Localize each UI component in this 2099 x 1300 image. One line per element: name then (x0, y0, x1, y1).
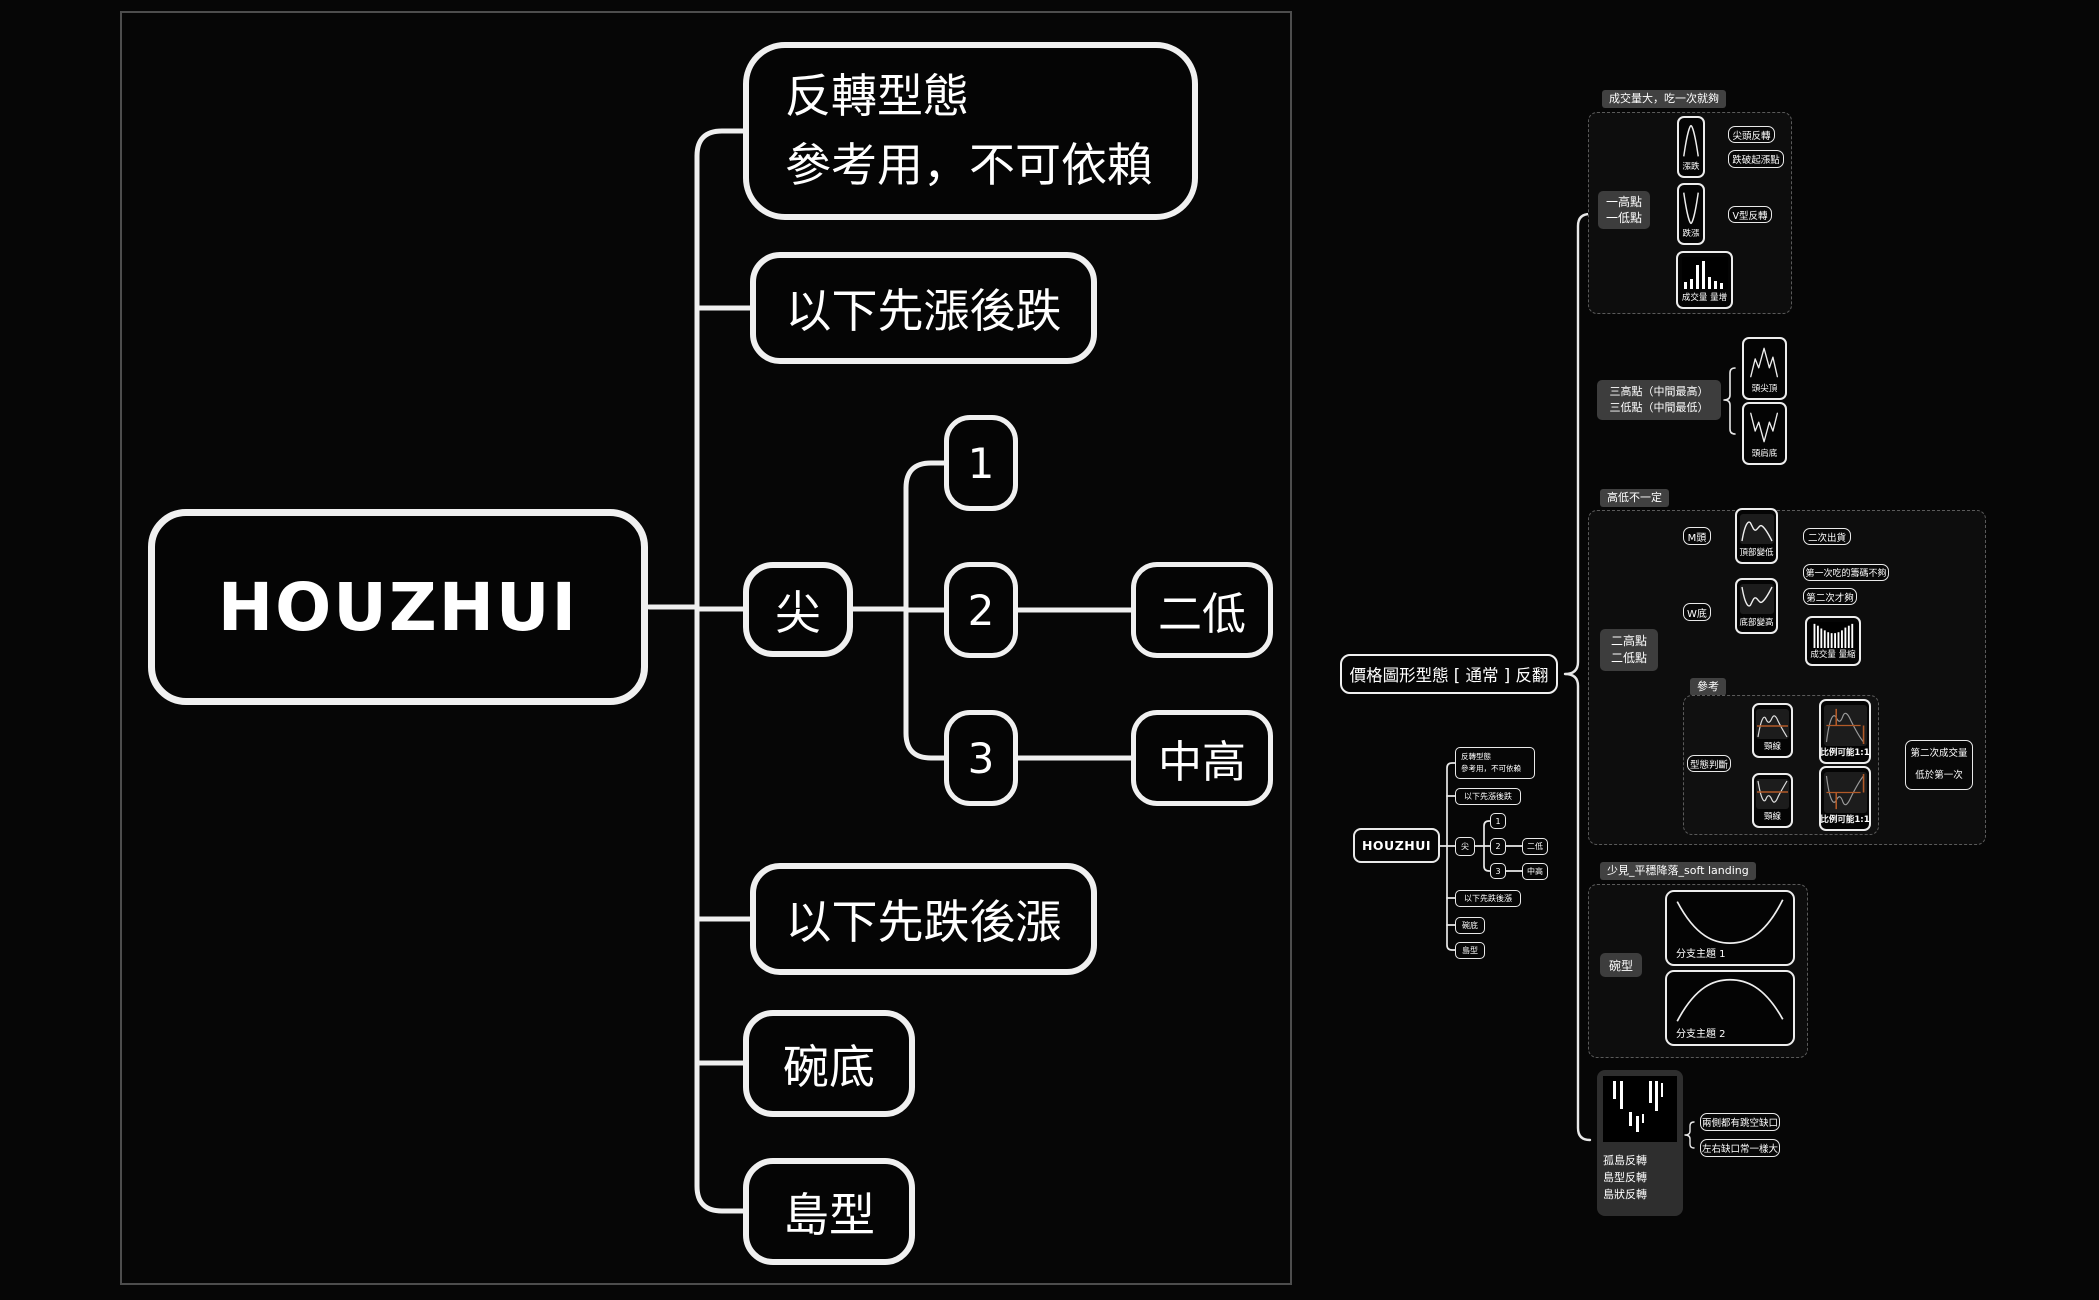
v-reversal-node[interactable]: V型反轉 (1728, 206, 1772, 223)
neckline-top-chart-node[interactable]: 頸線 (1752, 703, 1793, 758)
volume-shrink-chart (1809, 622, 1857, 648)
island-reversal-node[interactable]: 孤島反轉 島型反轉 島狀反轉 (1597, 1070, 1683, 1216)
triple-bottom-chart-node[interactable]: 頭肩底 (1742, 402, 1787, 465)
bowl-bottom-chart-node[interactable]: 分支主題 1 (1665, 890, 1795, 966)
mini-node-2[interactable]: 2 (1490, 838, 1506, 855)
top-lower-chart-node[interactable]: 頂部變低 (1735, 508, 1778, 564)
mini-node-mid-high[interactable]: 中高 (1522, 863, 1548, 880)
mini-branch-down-then-up[interactable]: 以下先跌後漲 (1455, 890, 1521, 907)
group1-label[interactable]: 成交量大，吃一次就夠 (1602, 90, 1726, 109)
chart-caption: 比例可能1:1 (1820, 748, 1870, 758)
one-high-one-low-node[interactable]: 一高點 一低點 (1598, 191, 1650, 229)
neckline-w-chart (1756, 779, 1789, 809)
island-caption: 孤島反轉 島型反轉 島狀反轉 (1603, 1154, 1647, 1202)
mini-node-1[interactable]: 1 (1490, 813, 1506, 829)
mini-branch-up-then-down[interactable]: 以下先漲後跌 (1455, 788, 1521, 805)
ratio-bottom-chart-node[interactable]: 比例可能1:1 (1819, 766, 1871, 831)
branch-up-then-down[interactable]: 以下先漲後跌 (750, 252, 1097, 364)
three-high-three-low-node[interactable]: 三高點（中間最高） 三低點（中間最低） (1597, 380, 1721, 420)
chart-caption: 比例可能1:1 (1820, 815, 1870, 825)
bowl-curve-chart (1676, 899, 1784, 944)
mini-root-node[interactable]: HOUZHUI (1353, 828, 1440, 863)
branch-down-then-up[interactable]: 以下先跌後漲 (750, 863, 1097, 975)
w-bottom-node[interactable]: W底 (1683, 603, 1711, 621)
volume-shrink-chart-node[interactable]: 成交量 量縮 (1805, 616, 1861, 666)
triple-top-chart (1750, 347, 1779, 378)
ratio-m-chart (1823, 705, 1867, 746)
neckline-m-chart (1756, 709, 1789, 739)
mini-branch-sharp[interactable]: 尖 (1455, 837, 1475, 856)
second-volume-lower-node[interactable]: 第二次成交量 低於第一次 (1905, 740, 1973, 790)
node-3[interactable]: 3 (944, 710, 1018, 806)
rise-fall-chart-node[interactable]: 漲跌 (1677, 116, 1705, 178)
break-start-point-node[interactable]: 跌破起漲點 (1728, 150, 1784, 168)
chart-caption: 漲跌 (1682, 162, 1700, 172)
dome-curve-chart (1676, 978, 1784, 1022)
chart-caption: 頭尖頂 (1751, 384, 1778, 394)
mini-branch-bowl-bottom[interactable]: 碗底 (1455, 917, 1485, 934)
ratio-w-chart (1823, 772, 1867, 813)
bottom-higher-chart-node[interactable]: 底部變高 (1735, 578, 1778, 634)
focused-branch-frame (120, 11, 1292, 1285)
triple-top-chart-node[interactable]: 頭尖頂 (1742, 337, 1787, 400)
ratio-top-chart-node[interactable]: 比例可能1:1 (1819, 699, 1871, 764)
chart-caption: 分支主題 2 (1676, 1029, 1726, 1040)
fall-rise-chart-node[interactable]: 跌漲 (1677, 183, 1705, 245)
neckline-bottom-chart-node[interactable]: 頸線 (1752, 773, 1793, 828)
branch-bowl-bottom[interactable]: 碗底 (743, 1010, 915, 1117)
node-two-low[interactable]: 二低 (1131, 562, 1273, 658)
mini-branch-reversal-note[interactable]: 反轉型態 參考用，不可依賴 (1455, 747, 1535, 779)
chart-caption: 成交量 量增 (1681, 293, 1728, 303)
peak-curve-chart (1683, 124, 1699, 157)
bowl-shape-node[interactable]: 碗型 (1600, 953, 1642, 977)
chart-caption: 底部變高 (1739, 618, 1774, 628)
chart-caption: 成交量 量縮 (1810, 650, 1856, 660)
mini-node-3[interactable]: 3 (1490, 863, 1506, 879)
v-curve-chart (1683, 192, 1699, 225)
mini-branch-island[interactable]: 島型 (1455, 942, 1485, 959)
second-distribution-node[interactable]: 二次出貨 (1803, 528, 1851, 545)
w-bottom-chart (1739, 584, 1774, 614)
first-buy-not-enough-node[interactable]: 第一次吃的籌碼不夠 (1803, 564, 1889, 581)
two-high-two-low-node[interactable]: 二高點 二低點 (1600, 629, 1658, 671)
branch-reversal-note[interactable]: 反轉型態 參考用，不可依賴 (743, 42, 1198, 220)
gaps-both-sides-node[interactable]: 兩側都有跳空缺口 (1700, 1113, 1780, 1131)
node-mid-high[interactable]: 中高 (1131, 710, 1273, 806)
chart-caption: 跌漲 (1682, 229, 1700, 239)
m-top-node[interactable]: M頭 (1683, 527, 1711, 545)
chart-caption: 頸線 (1763, 742, 1781, 752)
node-1[interactable]: 1 (944, 415, 1018, 511)
central-topic-node[interactable]: 價格圖形型態 [ 通常 ] 反翻 (1340, 654, 1558, 694)
triple-bottom-chart (1750, 412, 1779, 443)
chart-caption: 頂部變低 (1739, 548, 1774, 558)
island-candles-chart (1603, 1076, 1677, 1142)
m-top-chart (1739, 514, 1774, 544)
gaps-same-size-node[interactable]: 左右缺口常一樣大 (1700, 1139, 1780, 1157)
pattern-judge-node[interactable]: 型態判斷 (1687, 755, 1731, 772)
root-node[interactable]: HOUZHUI (148, 509, 648, 705)
group3-label[interactable]: 高低不一定 (1600, 489, 1669, 508)
reference-label[interactable]: 參考 (1690, 678, 1726, 697)
dome-top-chart-node[interactable]: 分支主題 2 (1665, 970, 1795, 1046)
second-buy-enough-node[interactable]: 第二次才夠 (1803, 588, 1857, 605)
node-2[interactable]: 2 (944, 562, 1018, 658)
sharp-top-reversal-node[interactable]: 尖頭反轉 (1728, 126, 1775, 143)
chart-caption: 頸線 (1763, 812, 1781, 822)
branch-island[interactable]: 島型 (743, 1158, 915, 1265)
volume-increase-chart (1681, 257, 1728, 289)
branch-sharp[interactable]: 尖 (743, 562, 853, 657)
volume-increase-chart-node[interactable]: 成交量 量增 (1676, 251, 1733, 309)
group4-label[interactable]: 少見_平穩降落_soft landing (1600, 862, 1756, 881)
chart-caption: 頭肩底 (1751, 449, 1778, 459)
mini-node-two-low[interactable]: 二低 (1522, 838, 1548, 855)
chart-caption: 分支主題 1 (1676, 949, 1726, 960)
